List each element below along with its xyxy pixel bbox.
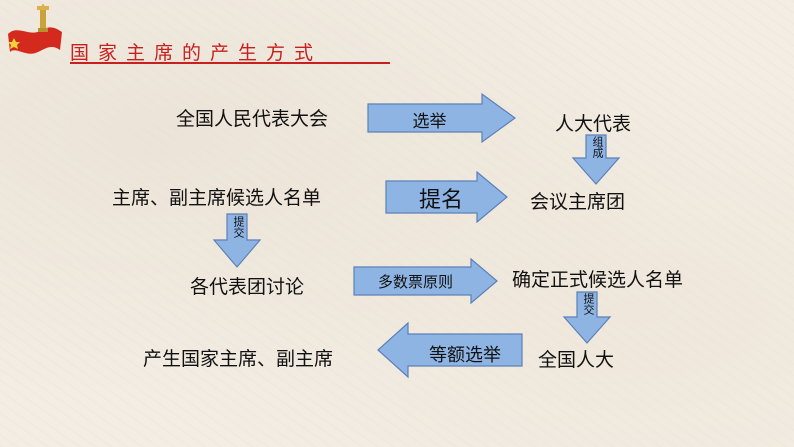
title-underline	[70, 62, 390, 64]
arrow-form-shape	[571, 134, 621, 185]
node-delegation-discussion: 各代表团讨论	[190, 276, 305, 298]
arrow-equal-election-shape	[377, 321, 523, 379]
arrow-elect-label: 选举	[412, 112, 447, 132]
arrow-nominate-shape	[385, 171, 508, 223]
node-npc-session: 全国人大	[538, 349, 615, 371]
page-title: 国家主席的产生方式	[70, 42, 323, 64]
arrow-majority-shape	[353, 258, 498, 304]
arrow-submit-2-shape	[562, 291, 612, 344]
node-formal-candidates: 确定正式候选人名单	[512, 269, 684, 291]
arrow-majority-label: 多数票原则	[377, 273, 453, 291]
flag-logo-icon	[8, 4, 62, 54]
node-npc: 全国人民代表大会	[176, 108, 329, 130]
arrow-submit-1-label: 提交	[232, 216, 245, 238]
arrow-nominate-label: 提名	[418, 188, 463, 213]
node-candidate-list: 主席、副主席候选人名单	[112, 187, 322, 209]
arrow-submit-2-label: 提交	[582, 293, 595, 315]
arrow-equal-election-label: 等额选举	[429, 345, 501, 366]
arrow-elect-shape	[367, 92, 517, 144]
node-delegates: 人大代表	[555, 113, 632, 135]
node-presidium: 会议主席团	[530, 191, 626, 213]
node-result: 产生国家主席、副主席	[143, 348, 334, 370]
arrow-submit-1-shape	[212, 213, 262, 268]
arrow-form-label: 组成	[591, 136, 604, 158]
